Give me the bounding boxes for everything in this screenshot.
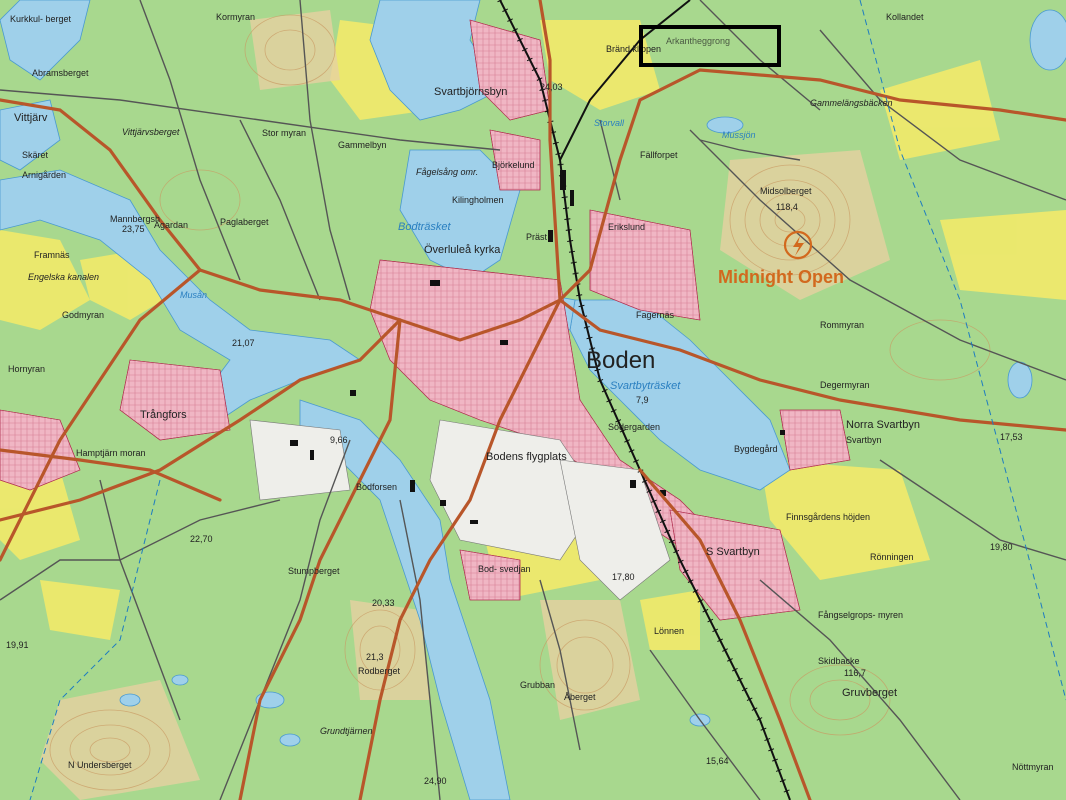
label-grubban: Grubban [520, 680, 555, 690]
airport-area [249, 419, 671, 601]
label-bodforsen: Bodforsen [356, 482, 397, 492]
label-overlulea: Överluleå kyrka [424, 244, 501, 256]
label-abramsberget: Abramsberget [32, 68, 89, 78]
elev-1: 23,75 [122, 224, 145, 234]
railways [499, 0, 791, 800]
label-mannbergsh: Mannbergsh [110, 214, 160, 224]
highlight-box[interactable]: Arkantheggrong [639, 25, 781, 67]
label-engelska: Engelska kanalen [28, 272, 99, 282]
label-storvall: Storvall [594, 118, 625, 128]
elev-16: 20,33 [372, 598, 395, 608]
label-musan: Musån [180, 290, 207, 300]
label-rommyran: Rommyran [820, 320, 864, 330]
label-stormyran: Stor myran [262, 128, 306, 138]
elev-13: 9,66 [330, 435, 348, 445]
label-s-svartbyn: S Svartbyn [706, 546, 760, 558]
field-areas [0, 20, 1066, 650]
elev-9: 19,91 [6, 640, 29, 650]
label-kollandet: Kollandet [886, 12, 924, 22]
label-hornyran: Hornyran [8, 364, 45, 374]
city-label-boden: Boden [586, 347, 655, 374]
label-gammelbyn: Gammelbyn [338, 140, 387, 150]
label-fallforpet: Fällforpet [640, 150, 678, 160]
label-godmyran: Godmyran [62, 310, 104, 320]
elev-8: 22,70 [190, 534, 213, 544]
label-fagernas: Fagernäs [636, 310, 675, 320]
label-gruvberget: Gruvberget [842, 687, 897, 699]
label-rodberget: Rodberget [358, 666, 401, 676]
label-fangselgrops: Fångselgrops- myren [818, 610, 903, 620]
label-abarget: Åberget [564, 692, 596, 702]
label-trangfors: Trångfors [140, 409, 187, 421]
label-framnas: Framnäs [34, 250, 70, 260]
label-n-undersberget: N Undersberget [68, 760, 132, 770]
label-gammelangs: Gammelängsbäcken [810, 98, 893, 108]
elev-15: 24,90 [424, 776, 447, 786]
label-armgarden: Arnigården [22, 170, 66, 180]
label-erikslund: Erikslund [608, 222, 645, 232]
label-vittjarvsberget: Vittjärvsberget [122, 127, 180, 137]
label-bodsvedjan: Bod- svedjan [478, 564, 531, 574]
elev-4: 17,53 [1000, 432, 1023, 442]
label-midsolberget: Midsolberget [760, 186, 812, 196]
elev-14: 21,3 [366, 652, 384, 662]
label-paglaberget: Paglaberget [220, 217, 269, 227]
label-hamptjarn: Hamptjärn moran [76, 448, 146, 458]
label-ronningen: Rönningen [870, 552, 914, 562]
event-marker[interactable]: Midnight Open [718, 230, 844, 287]
contour-lines [49, 14, 991, 791]
open-land [40, 10, 890, 800]
label-kilingholmen: Kilingholmen [452, 195, 504, 205]
elev-6: 17,80 [612, 572, 635, 582]
label-norra-svartbyn: Norra Svartbyn [846, 419, 920, 431]
elev-5: 19,80 [990, 542, 1013, 552]
label-skaret: Skäret [22, 150, 49, 160]
label-lonnen: Lönnen [654, 626, 684, 636]
elevation-labels: 23,75 21,07 7,9 17,53 19,80 17,80 15,64 … [6, 82, 1023, 786]
label-agardan: Ägardan [154, 220, 188, 230]
label-svartbyn: Svartbyn [846, 435, 882, 445]
label-svartbytrasket: Svartbyträsket [610, 380, 681, 392]
label-sodergarden: Södergarden [608, 422, 660, 432]
label-bodens-flyg: Bodens flygplats [486, 451, 567, 463]
elev-2: 21,07 [232, 338, 255, 348]
label-skidbacke: Skidbacke [818, 656, 860, 666]
label-svartbjornsbyn: Svartbjörnsbyn [434, 86, 507, 98]
label-nottmyran: Nöttmyran [1012, 762, 1054, 772]
label-fagelsang: Fågelsång omr. [416, 167, 478, 177]
elev-7: 15,64 [706, 756, 729, 766]
label-bjorkelund: Björkelund [492, 160, 535, 170]
water-labels: Svartbyträsket Bodträsket Mussjön Musån … [180, 118, 756, 392]
label-finnsgarden: Finnsgårdens höjden [786, 512, 870, 522]
label-mussjon: Mussjön [722, 130, 756, 140]
label-grundtjarnen: Grundtjärnen [320, 726, 373, 736]
lightning-icon [793, 236, 804, 256]
label-bygdeg: Bygdegård [734, 444, 778, 454]
elev-10: 118,4 [776, 202, 798, 212]
label-degermyran: Degermyran [820, 380, 870, 390]
highlight-label: Arkantheggrong [666, 36, 730, 46]
place-labels: Vittjärv Svartbjörnsbyn Björkelund Fågel… [8, 12, 1054, 772]
label-bodtrasket: Bodträsket [398, 221, 452, 233]
label-stumpberget: Stumpberget [288, 566, 340, 576]
elev-11: 116,7 [844, 668, 866, 678]
label-prast: Präst [526, 232, 548, 242]
elev-12: 24,03 [540, 82, 563, 92]
label-brand-klippen: Bränd klippen [606, 44, 661, 54]
event-label: Midnight Open [718, 267, 844, 287]
label-kormyran: Kormyran [216, 12, 255, 22]
label-vittjarv: Vittjärv [14, 112, 48, 124]
label-kurkkulberget: Kurkkul- berget [10, 14, 72, 24]
boundaries [29, 0, 1066, 800]
elev-3: 7,9 [636, 395, 649, 405]
lightning-circle-icon [783, 230, 813, 260]
